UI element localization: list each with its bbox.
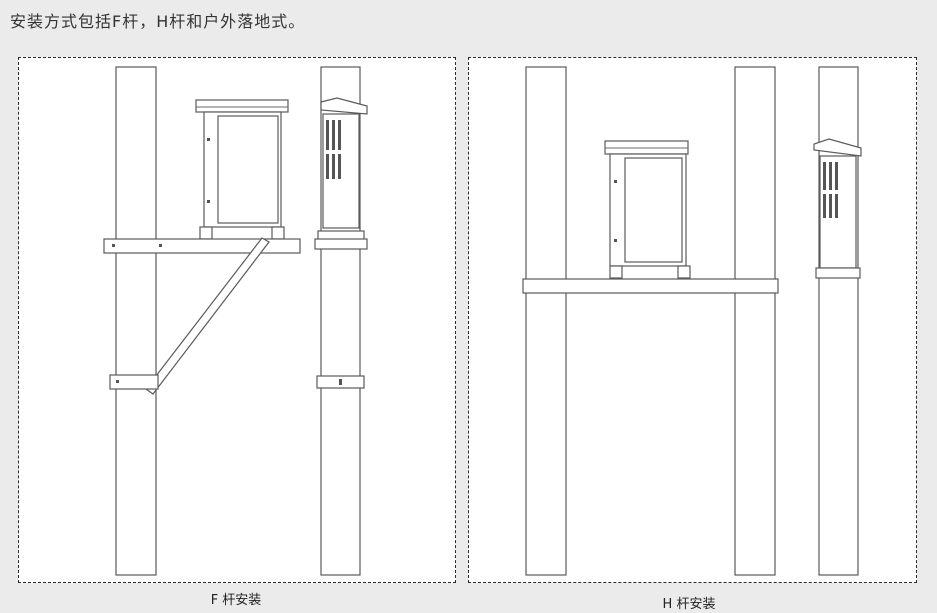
intro-text: 安装方式包括F杆，H杆和户外落地式。 [10,12,306,31]
cabinet-side-view [813,138,862,279]
h-pole-crossbar [522,278,779,294]
cabinet-front-view [604,140,691,279]
f-pole-main [115,66,157,576]
h-pole-diagram-panel [468,57,917,583]
h-pole-drawing [522,66,862,576]
f-pole-drawing [103,66,368,576]
f-pole-crossbar [103,238,301,254]
f-pole-caption: F 杆安装 [210,593,262,608]
f-pole-lower-clamp [109,374,159,390]
f-pole-diagonal-brace [145,237,270,395]
h-pole-caption: H 杆安装 [662,597,716,612]
h-pole-right [734,66,776,576]
h-pole-left [525,66,567,576]
f-pole-diagram-panel [18,57,456,583]
cabinet-front-view [195,99,289,240]
